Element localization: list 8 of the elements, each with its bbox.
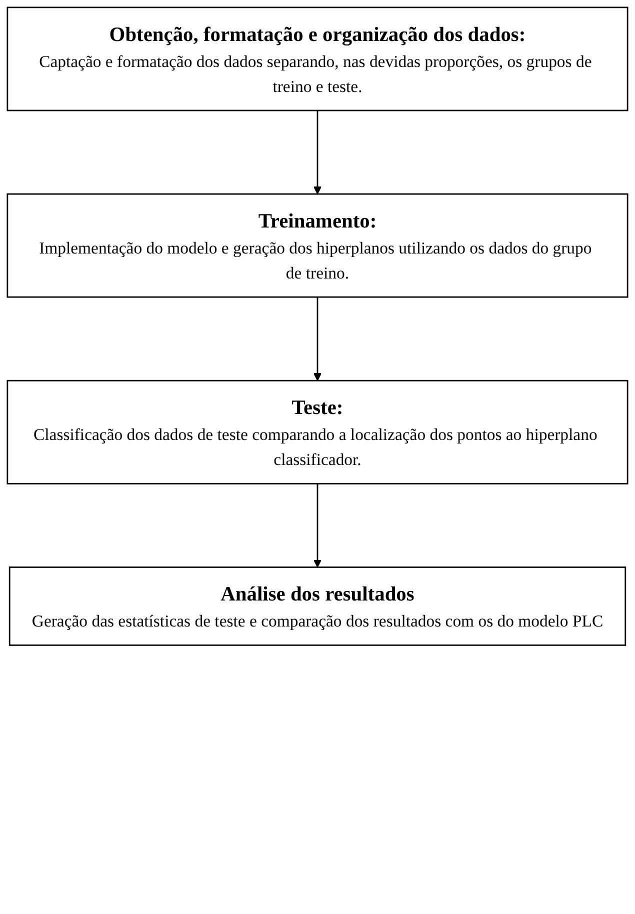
arrow — [313, 297, 322, 381]
node-box — [6, 6, 628, 112]
arrow — [313, 484, 322, 568]
arrow — [313, 110, 322, 194]
node-box — [6, 380, 628, 484]
node-box — [8, 566, 626, 646]
node-box — [6, 193, 628, 298]
flowchart: Obtenção, formatação e organização dos dados: Captação e formatação dos dados separando, nas devidas proporções, os grupos de treino e teste. Treinamento: Implementação do modelo e geração dos hiperplanos utilizando os dados do grupo de treino. Teste: Classificação dos dados de teste comparando a localização dos pontos ao hiperplano classificador. Análise dos resultados Geração das estatísticas de teste e comparação dos resultados com os do modelo PLC — [0, 0, 635, 653]
